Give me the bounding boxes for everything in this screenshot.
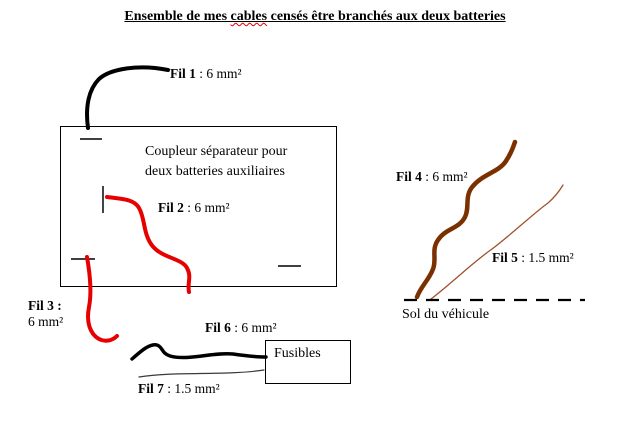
coupler-box-label: Coupleur séparateur pour deux batteries … — [145, 142, 287, 182]
fil3-name: Fil 3 : — [28, 298, 62, 313]
coupler-label-line2: deux batteries auxiliaires — [145, 164, 285, 179]
title-misspelled-word: cables — [230, 9, 268, 24]
fil1-name: Fil 1 — [170, 66, 196, 81]
title-part2: censés être branchés aux deux batteries — [267, 9, 506, 24]
fusibles-box: Fusibles — [265, 340, 351, 384]
wire-fil4 — [414, 139, 518, 300]
fil5-name: Fil 5 — [492, 250, 518, 265]
wire-label-fil2: Fil 2 : 6 mm² — [158, 200, 230, 216]
fil4-spec: : 6 mm² — [421, 169, 468, 184]
fil1-spec: : 6 mm² — [195, 66, 242, 81]
diagram-title: Ensemble de mes cables censés être branc… — [0, 9, 630, 25]
wire-label-fil1: Fil 1 : 6 mm² — [170, 66, 242, 82]
fil3-spec: 6 mm² — [28, 314, 64, 329]
fil7-name: Fil 7 — [138, 381, 164, 396]
wire-fil1 — [85, 65, 170, 130]
coupler-box — [60, 126, 337, 287]
wire-label-fil4: Fil 4 : 6 mm² — [396, 169, 468, 185]
fil6-spec: : 6 mm² — [230, 320, 277, 335]
wire-label-fil5: Fil 5 : 1.5 mm² — [492, 250, 574, 266]
wire-fil6 — [130, 342, 268, 361]
wire-fil5 — [430, 184, 564, 300]
fil5-spec: : 1.5 mm² — [517, 250, 574, 265]
fil2-name: Fil 2 — [158, 200, 184, 215]
wire-label-fil6: Fil 6 : 6 mm² — [205, 320, 277, 336]
wire-label-fil3: Fil 3 :6 mm² — [28, 298, 63, 330]
title-part1: Ensemble de mes — [124, 9, 231, 24]
fil6-name: Fil 6 — [205, 320, 231, 335]
wire-label-fil7: Fil 7 : 1.5 mm² — [138, 381, 220, 397]
fil2-spec: : 6 mm² — [183, 200, 230, 215]
fil4-name: Fil 4 — [396, 169, 422, 184]
fil7-spec: : 1.5 mm² — [163, 381, 220, 396]
fusibles-label: Fusibles — [274, 346, 321, 361]
coupler-label-line1: Coupleur séparateur pour — [145, 144, 288, 159]
wire-fil7 — [138, 369, 265, 378]
vehicle-floor-label: Sol du véhicule — [402, 307, 490, 322]
